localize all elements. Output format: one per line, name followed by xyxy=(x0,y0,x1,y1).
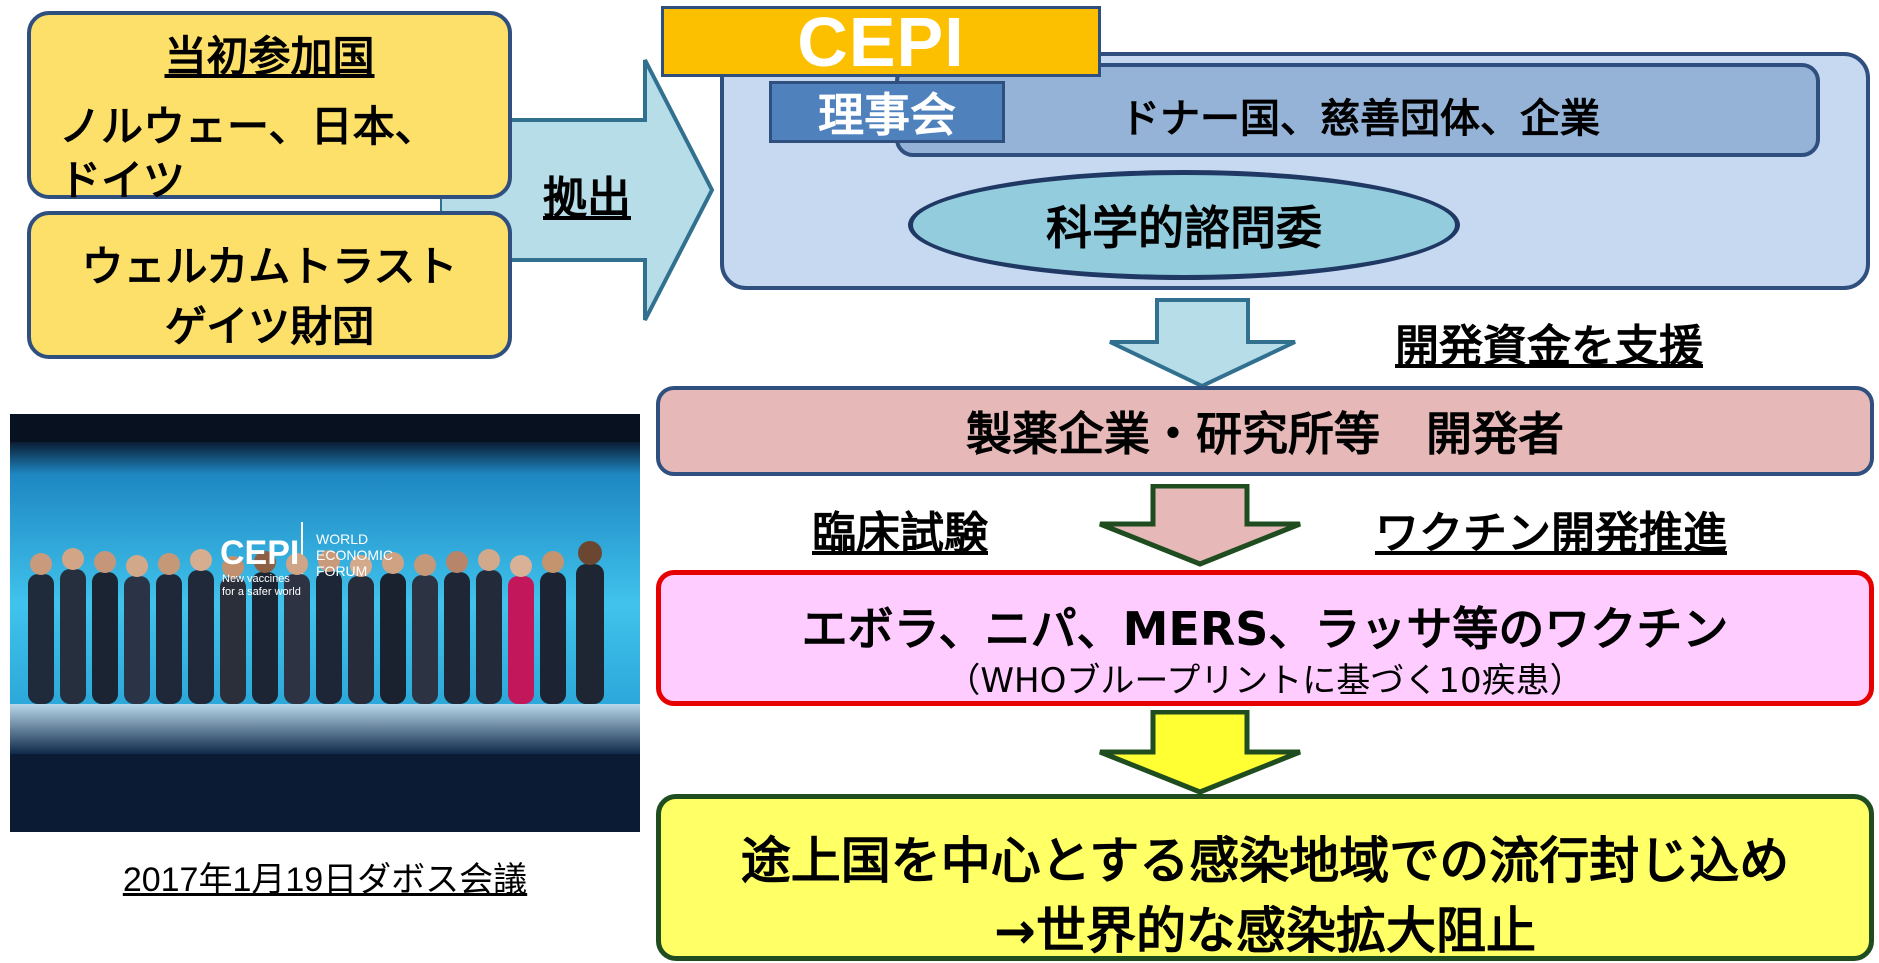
developers-box: 製薬企業・研究所等 開発者 xyxy=(656,386,1874,476)
developers-text: 製薬企業・研究所等 開発者 xyxy=(966,407,1564,461)
goal-box: 途上国を中心とする感染地域での流行封じ込め →世界的な感染拡大阻止 xyxy=(656,794,1874,961)
photo-banner-logo: CEPI xyxy=(220,534,299,572)
photo-banner-tagline2: for a safer world xyxy=(222,586,301,598)
davos-photo: CEPI New vaccines for a safer world WORL… xyxy=(10,414,640,832)
founding-countries-line1: ノルウェー、日本、 xyxy=(59,102,437,151)
foundations-line2: ゲイツ財団 xyxy=(164,302,375,351)
photo-banner-wef1: WORLD xyxy=(316,531,368,547)
foundations-line1: ウェルカムトラスト xyxy=(81,242,458,291)
funding-label: 拠出 xyxy=(543,173,631,224)
founding-countries-line2: ドイツ xyxy=(59,156,186,205)
photo-banner-wef3: FORUM xyxy=(316,563,367,579)
promotion-label: ワクチン開発推進 xyxy=(1375,508,1727,559)
donors-text: ドナー国、慈善団体、企業 xyxy=(1120,96,1600,142)
support-label: 開発資金を支援 xyxy=(1395,321,1703,372)
support-arrow xyxy=(1109,298,1296,389)
founding-countries-box: 当初参加国 ノルウェー、日本、 ドイツ xyxy=(27,11,512,205)
davos-crowd xyxy=(28,541,604,704)
board-label: 理事会 xyxy=(818,88,956,142)
photo-banner-wef2: ECONOMIC xyxy=(316,547,393,563)
goal-line2: →世界的な感染拡大阻止 xyxy=(994,902,1536,960)
photo-banner-tagline1: New vaccines xyxy=(222,573,290,585)
goal-arrow xyxy=(1099,710,1301,795)
vaccines-box: エボラ、ニパ、MERS、ラッサ等のワクチン （WHOブループリントに基づく10疾… xyxy=(656,570,1874,706)
vaccines-line2: （WHOブループリントに基づく10疾患） xyxy=(946,661,1584,701)
goal-line1: 途上国を中心とする感染地域での流行封じ込め xyxy=(740,832,1790,890)
cepi-logo-box: CEPI xyxy=(661,3,1101,81)
clinical-label: 臨床試験 xyxy=(812,508,988,559)
foundations-box: ウェルカムトラスト ゲイツ財団 xyxy=(27,211,512,359)
clinical-arrow xyxy=(1099,484,1301,567)
vaccines-line1: エボラ、ニパ、MERS、ラッサ等のワクチン xyxy=(801,602,1729,656)
sac-label: 科学的諮問委 xyxy=(1046,201,1322,255)
scientific-advisory-committee: 科学的諮問委 xyxy=(908,170,1460,280)
board-label-box: 理事会 xyxy=(769,81,1005,143)
cepi-logo-text: CEPI xyxy=(797,2,965,81)
founding-countries-heading: 当初参加国 xyxy=(164,32,375,81)
photo-caption: 2017年1月19日ダボス会議 xyxy=(122,861,528,899)
